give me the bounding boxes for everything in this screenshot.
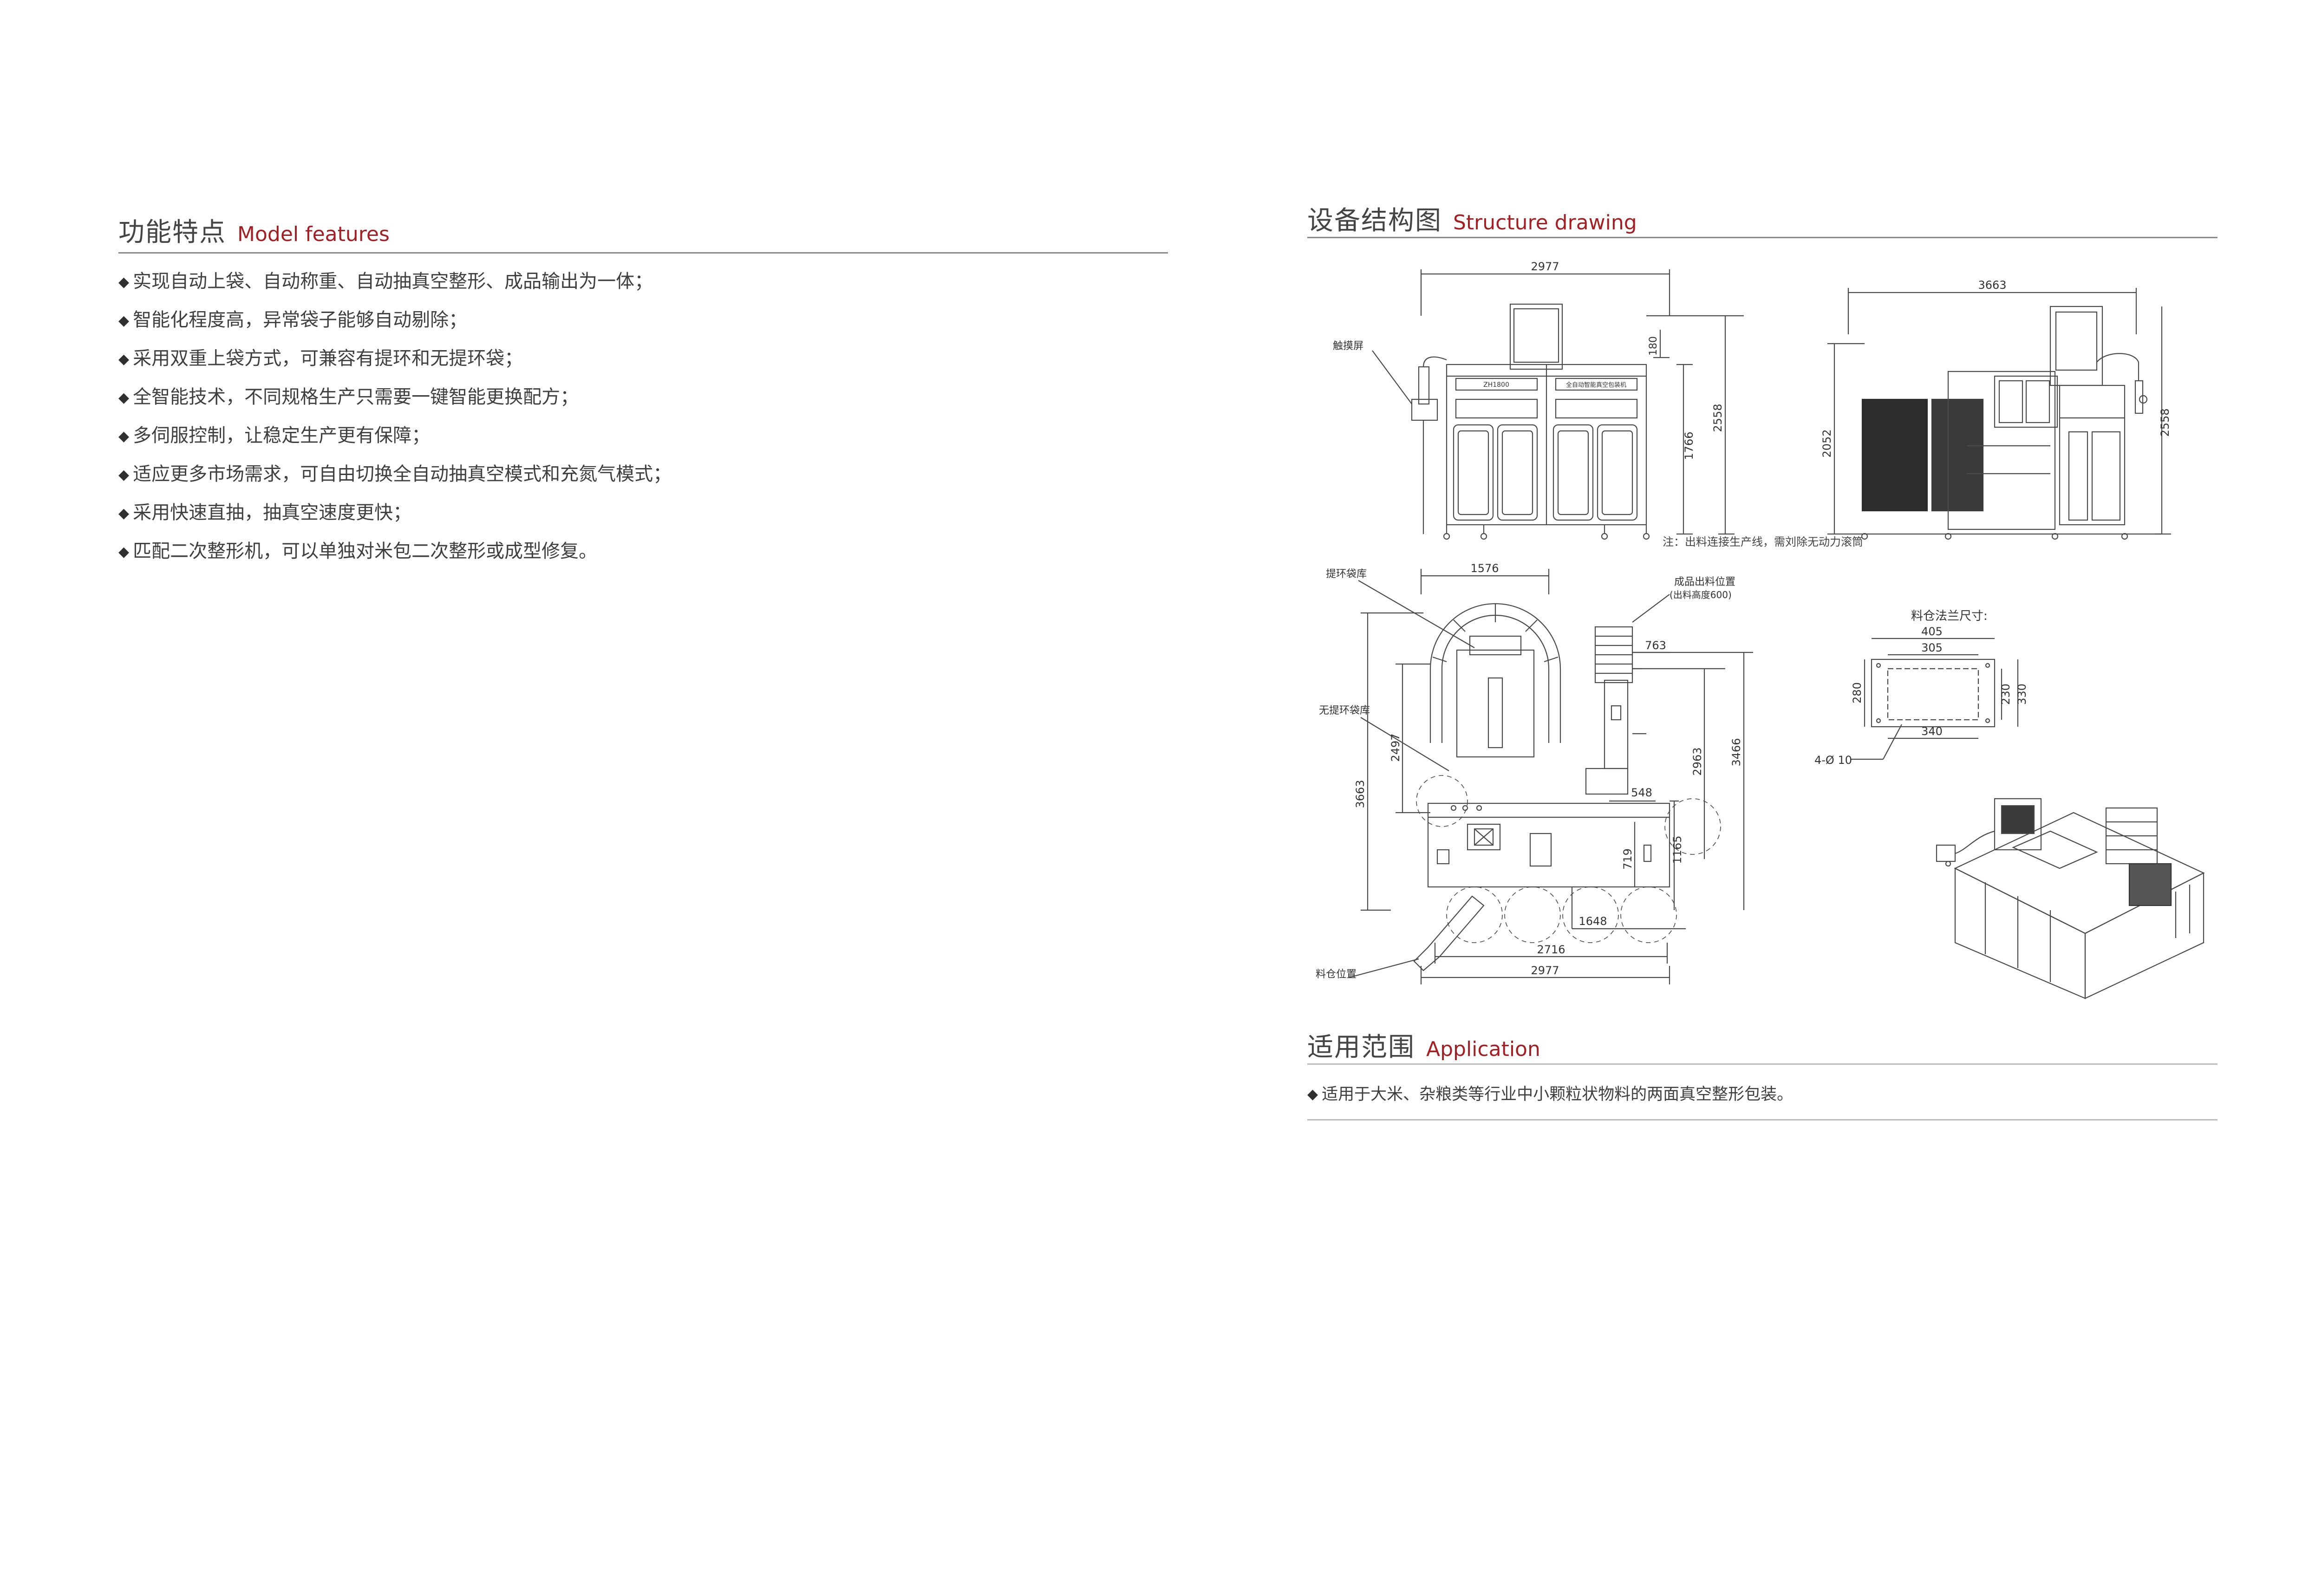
structure-drawing-sheet: 2977 ZH1800 全自动智能真空包装机 触摸屏 xyxy=(1316,260,2205,999)
structure-drawing-divider xyxy=(1307,237,2218,238)
application-title-zh: 适用范围 xyxy=(1307,1032,1415,1062)
flange-view-drawing: 料仓法兰尺寸: 405 305 280 230 330 340 4-Ø 10 xyxy=(1814,609,2028,767)
dim-front-width: 2977 xyxy=(1531,260,1559,273)
diamond-bullet-icon: ◆ xyxy=(118,351,130,367)
application-heading: 适用范围 Application xyxy=(1307,1026,1540,1064)
feature-list: ◆实现自动上袋、自动称重、自动抽真空整形、成品输出为一体； ◆智能化程度高，异常… xyxy=(118,262,672,571)
diamond-bullet-icon: ◆ xyxy=(1307,1086,1318,1102)
structure-drawing-heading: 设备结构图 Structure drawing xyxy=(1307,200,1637,237)
dim-flange-305: 305 xyxy=(1921,641,1943,654)
dim-plan-3663: 3663 xyxy=(1354,780,1367,808)
flange-holes-label: 4-Ø 10 xyxy=(1814,754,1852,767)
dim-plan-1648: 1648 xyxy=(1578,915,1607,928)
feature-item: ◆多伺服控制，让稳定生产更有保障； xyxy=(118,417,672,455)
model-features-divider xyxy=(118,252,1168,254)
dim-flange-230: 230 xyxy=(1999,684,2012,705)
dim-flange-340: 340 xyxy=(1921,725,1943,738)
side-view-drawing: 3663 2052 2558 xyxy=(1820,279,2172,540)
dim-side-right-height: 2558 xyxy=(2159,408,2172,436)
feature-item: ◆采用双重上袋方式，可兼容有提环和无提环袋； xyxy=(118,339,672,378)
diamond-bullet-icon: ◆ xyxy=(118,544,130,560)
feature-item: ◆匹配二次整形机，可以单独对米包二次整形或成型修复。 xyxy=(118,532,672,571)
dim-plan-548: 548 xyxy=(1631,786,1652,799)
dim-front-top: 180 xyxy=(1648,336,1659,356)
dim-plan-763: 763 xyxy=(1645,639,1666,652)
outlet-height-label: (出料高度600) xyxy=(1670,589,1732,600)
dim-plan-3466: 3466 xyxy=(1730,738,1743,766)
dim-plan-1576: 1576 xyxy=(1470,562,1499,575)
dim-flange-280: 280 xyxy=(1851,682,1864,704)
dim-front-body-height: 1766 xyxy=(1683,431,1696,460)
isometric-view-drawing xyxy=(1936,798,2205,999)
feature-item: ◆智能化程度高，异常袋子能够自动剔除； xyxy=(118,301,672,339)
dim-plan-2977: 2977 xyxy=(1531,964,1559,977)
model-features-title-zh: 功能特点 xyxy=(118,217,226,248)
plan-note: 注：出料连接生产线，需刘除无动力滚筒 xyxy=(1663,535,1863,548)
flange-title: 料仓法兰尺寸: xyxy=(1911,609,1988,623)
model-features-heading: 功能特点 Model features xyxy=(118,211,390,249)
model-features-title-en: Model features xyxy=(237,222,390,246)
application-item: ◆适用于大米、杂粮类等行业中小颗粒状物料的两面真空整形包装。 xyxy=(1307,1085,1794,1104)
dim-plan-2963: 2963 xyxy=(1691,747,1704,775)
dim-side-left-height: 2052 xyxy=(1820,429,1833,457)
diamond-bullet-icon: ◆ xyxy=(118,467,130,483)
feature-item: ◆实现自动上袋、自动称重、自动抽真空整形、成品输出为一体； xyxy=(118,262,672,301)
diamond-bullet-icon: ◆ xyxy=(118,390,130,406)
feature-item: ◆适应更多市场需求，可自由切换全自动抽真空模式和充氮气模式； xyxy=(118,455,672,494)
touchscreen-label: 触摸屏 xyxy=(1333,340,1363,352)
dim-plan-719: 719 xyxy=(1621,848,1634,870)
diamond-bullet-icon: ◆ xyxy=(118,428,130,444)
hook-bag-label: 提环袋库 xyxy=(1326,568,1367,580)
diamond-bullet-icon: ◆ xyxy=(118,505,130,521)
dim-flange-330: 330 xyxy=(2015,684,2028,705)
dim-plan-2497: 2497 xyxy=(1389,733,1402,762)
dim-front-total-height: 2558 xyxy=(1711,404,1724,432)
front-panel-right-label: 全自动智能真空包装机 xyxy=(1566,381,1626,389)
front-view-drawing: 2977 ZH1800 全自动智能真空包装机 触摸屏 xyxy=(1333,260,1744,540)
diamond-bullet-icon: ◆ xyxy=(118,274,130,290)
structure-drawing-title-en: Structure drawing xyxy=(1453,211,1637,235)
application-divider-bottom xyxy=(1307,1119,2218,1120)
diamond-bullet-icon: ◆ xyxy=(118,313,130,329)
dim-flange-405: 405 xyxy=(1921,625,1943,638)
hopper-position-label: 料仓位置 xyxy=(1316,969,1357,980)
feature-item: ◆全智能技术，不同规格生产只需要一键智能更换配方； xyxy=(118,378,672,417)
feature-item: ◆采用快速直抽，抽真空速度更快； xyxy=(118,494,672,532)
structure-drawing-title-zh: 设备结构图 xyxy=(1307,206,1442,236)
plan-view-drawing: 注：出料连接生产线，需刘除无动力滚筒 1576 提环袋库 无提环袋库 3663 … xyxy=(1316,535,1863,984)
outlet-label: 成品出料位置 xyxy=(1674,576,1735,588)
front-panel-left-label: ZH1800 xyxy=(1483,381,1509,389)
application-divider-top xyxy=(1307,1063,2218,1065)
dim-side-width: 3663 xyxy=(1978,279,2006,292)
no-hook-bag-label: 无提环袋库 xyxy=(1319,705,1370,717)
dim-plan-2716: 2716 xyxy=(1537,943,1565,956)
application-title-en: Application xyxy=(1426,1037,1540,1061)
